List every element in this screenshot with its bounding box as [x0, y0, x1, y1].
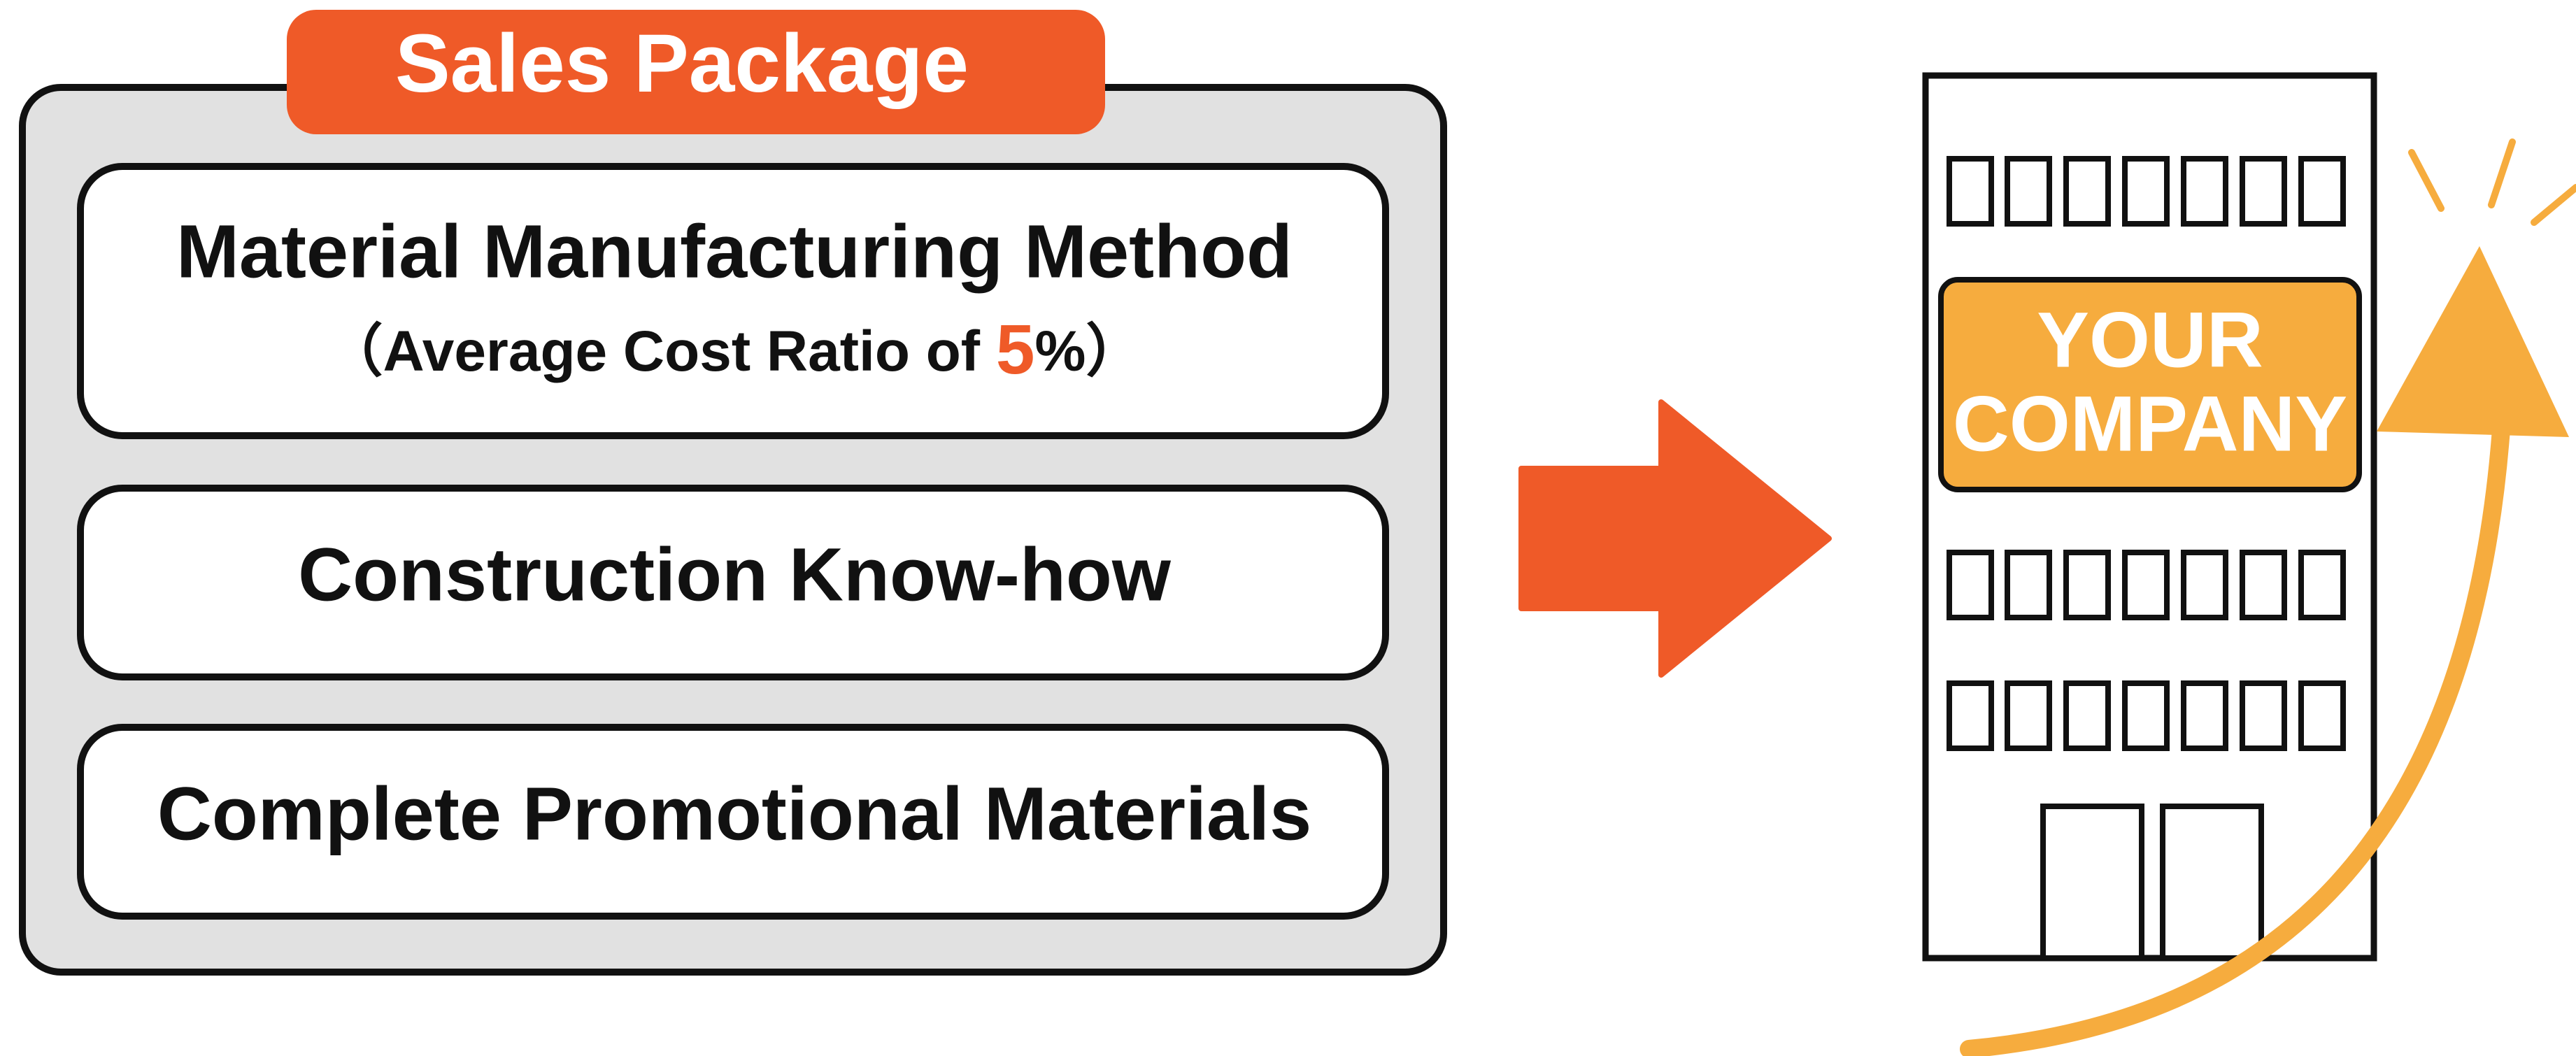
- package-item-box-construction: [77, 485, 1389, 680]
- package-item-label-manufacturing: Material Manufacturing Method: [176, 209, 1293, 294]
- company-sign: [1938, 277, 2362, 492]
- window-row-lower: [1947, 680, 2346, 751]
- cost-ratio-suffix: %）: [1035, 320, 1144, 383]
- package-item-box-manufacturing: [77, 163, 1389, 439]
- sparkle-lines-icon: [2408, 138, 2576, 226]
- window-row-middle: [1947, 550, 2346, 620]
- company-sign-line2: COMPANY: [1953, 380, 2347, 468]
- cost-ratio-highlight: 5: [996, 311, 1035, 389]
- company-sign-line1: YOUR: [2037, 297, 2263, 384]
- right-arrow-icon: [1518, 399, 1832, 678]
- package-title: Sales Package: [395, 17, 969, 110]
- door-left: [2040, 804, 2144, 961]
- building-doors: [2040, 804, 2264, 961]
- door-right: [2160, 804, 2264, 961]
- package-item-box-promotional: [77, 724, 1389, 920]
- cost-ratio-note: （Average Cost Ratio of 5%）: [326, 311, 1144, 389]
- upward-growth-arrow-icon: [1960, 246, 2569, 1056]
- cost-ratio-prefix: （Average Cost Ratio of: [326, 320, 996, 383]
- package-title-tab: [287, 10, 1105, 134]
- package-item-label-construction: Construction Know-how: [298, 532, 1172, 617]
- company-building: YOUR COMPANY: [1922, 72, 2377, 962]
- package-item-label-promotional: Complete Promotional Materials: [157, 771, 1311, 856]
- window-row-top: [1947, 156, 2346, 227]
- sales-package-panel: Sales Package Material Manufacturing Met…: [19, 10, 1447, 976]
